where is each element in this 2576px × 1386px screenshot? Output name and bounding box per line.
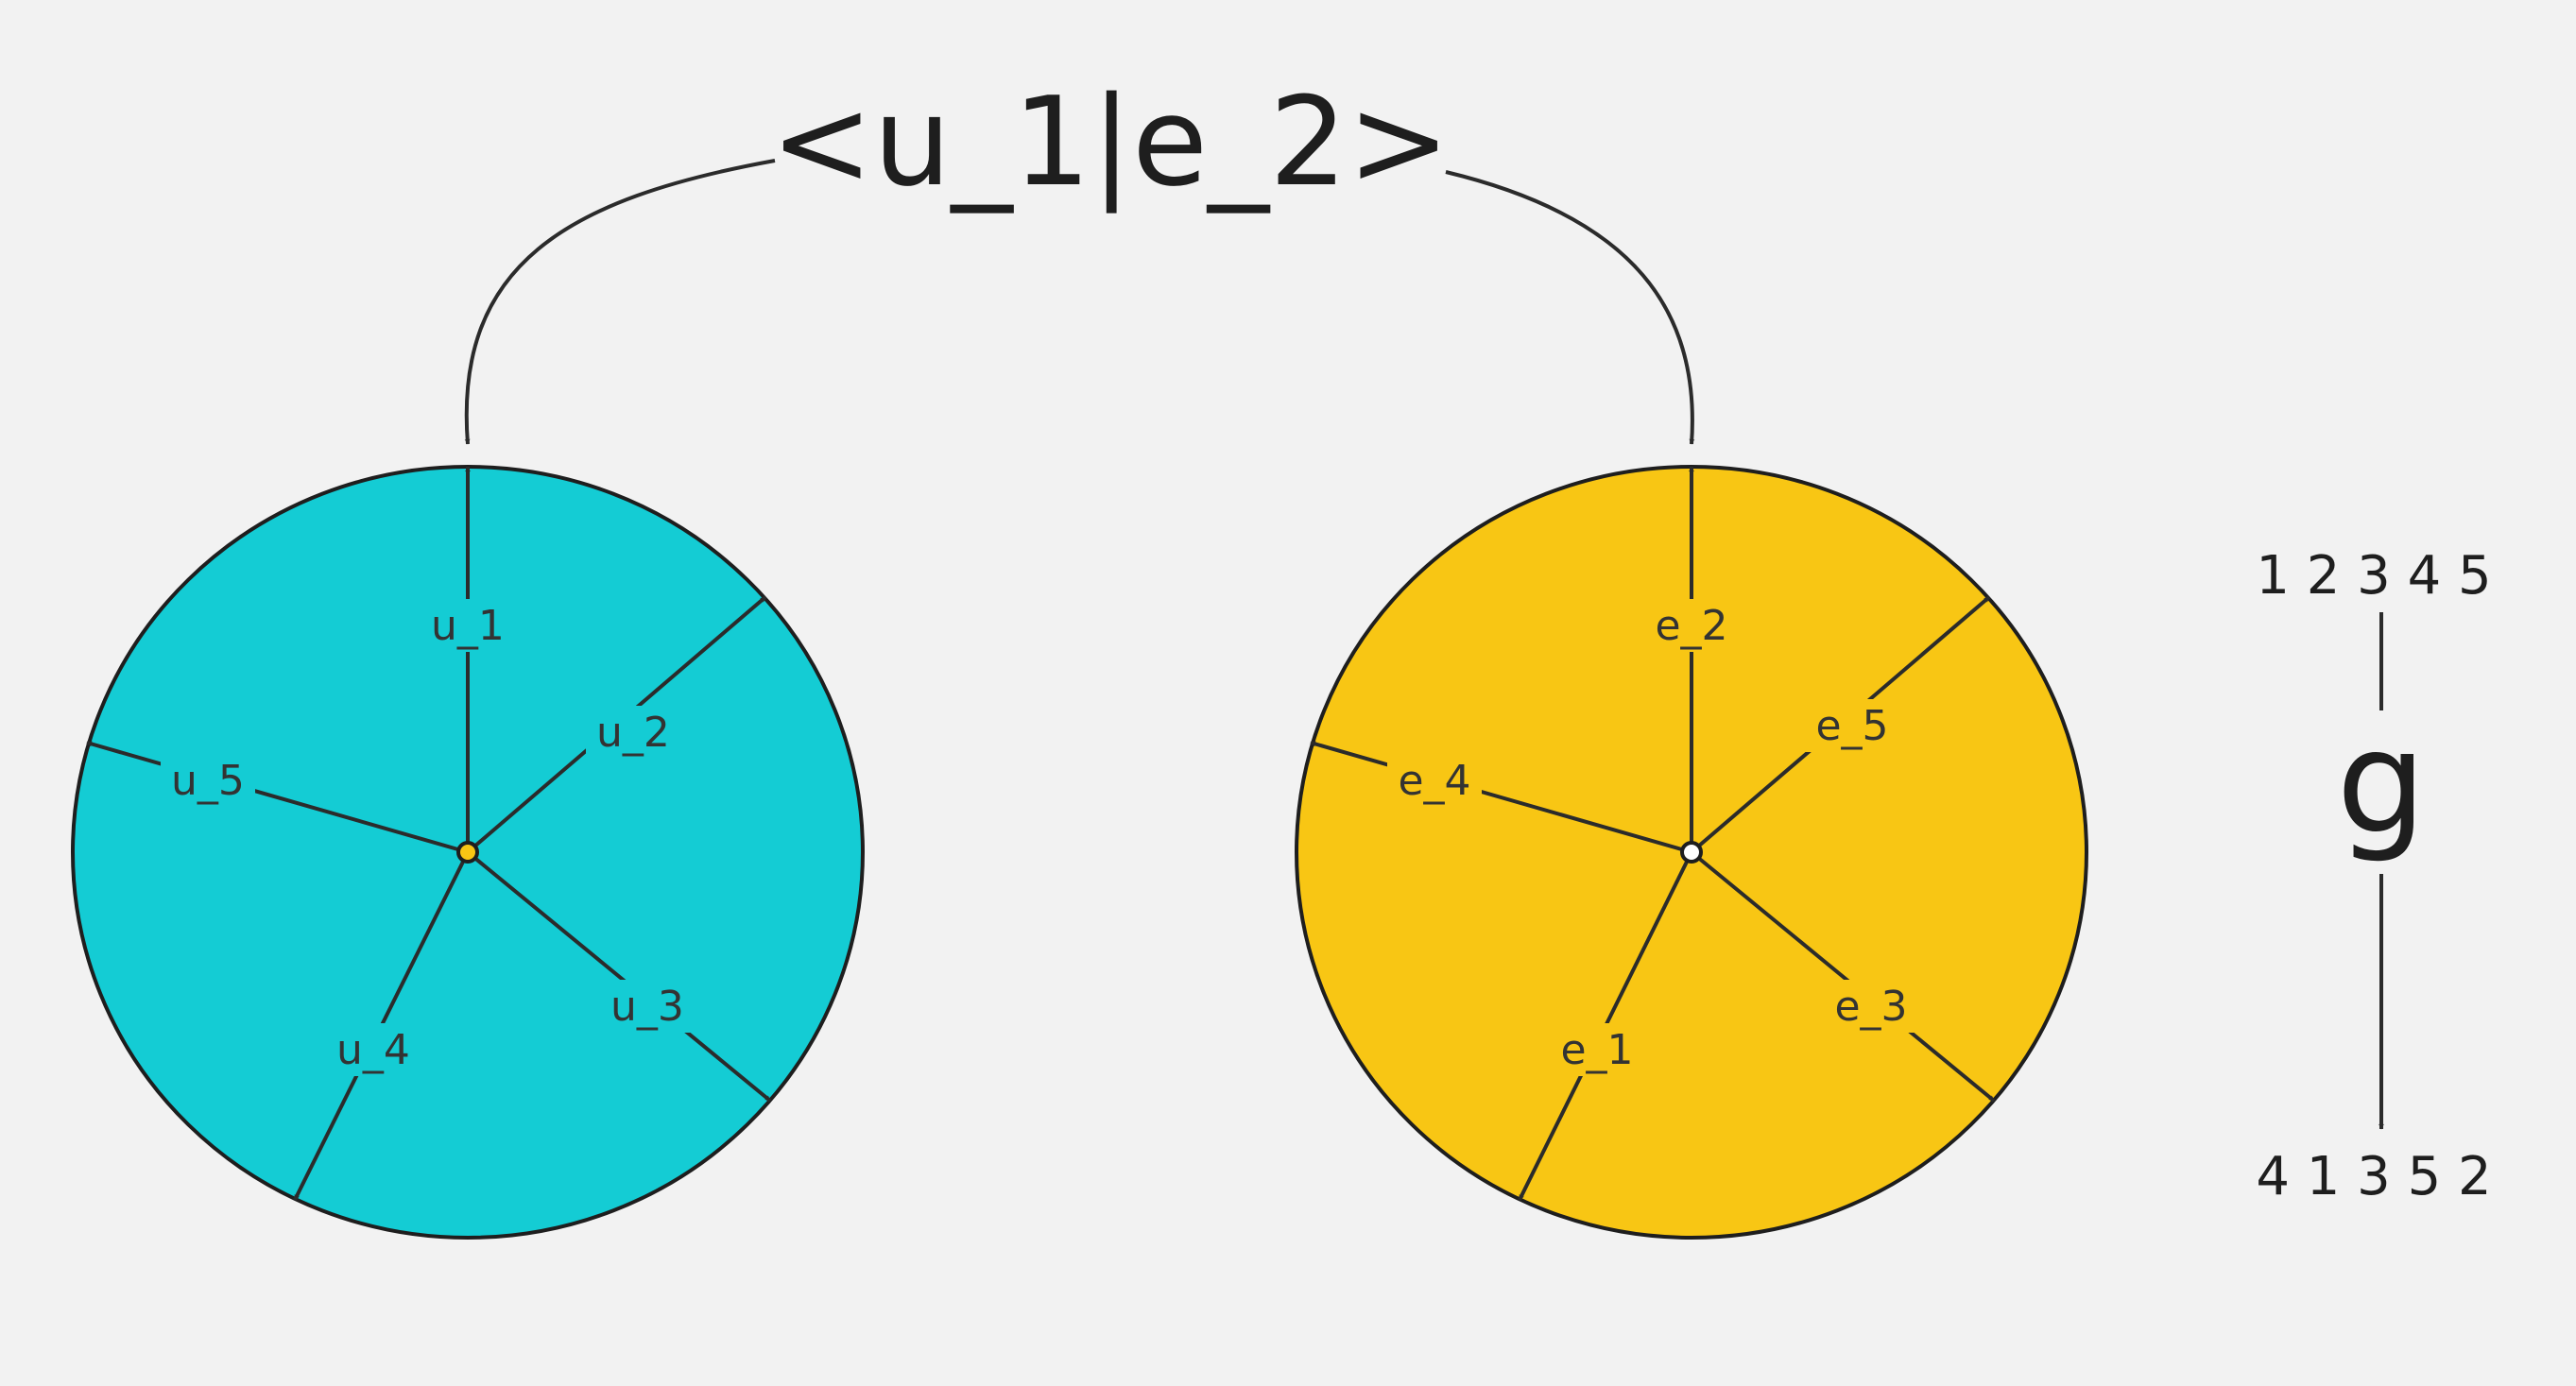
bra-ket-title: <u_1|e_2> (770, 70, 1450, 214)
svg-text:e_3: e_3 (1834, 983, 1907, 1031)
e-label: e_5 (1805, 699, 1899, 752)
e-label: e_1 (1550, 1023, 1644, 1076)
e-label: e_3 (1824, 980, 1918, 1033)
e-label: e_4 (1387, 754, 1482, 807)
u-circle-center-dot (456, 841, 479, 864)
e4-vector (1310, 741, 1692, 854)
svg-text:u_3: u_3 (610, 983, 684, 1031)
svg-text:e_5: e_5 (1815, 702, 1888, 750)
u5-vector (86, 741, 469, 854)
u3-vector (466, 850, 772, 1103)
svg-text:u_4: u_4 (336, 1026, 410, 1074)
svg-text:u_5: u_5 (171, 757, 245, 805)
u-label: u_5 (161, 754, 255, 807)
permutation-symbol: g (2336, 701, 2426, 865)
svg-text:e_2: e_2 (1655, 602, 1727, 650)
u-label: u_3 (600, 980, 695, 1033)
svg-text:u_2: u_2 (596, 709, 670, 757)
title-to-e-circle-arrow (1445, 170, 1695, 445)
svg-text:e_1: e_1 (1560, 1026, 1633, 1074)
e-circle-center-dot (1680, 841, 1703, 864)
u-label: u_1 (421, 599, 515, 652)
permutation-g: 1 2 3 4 5 g 4 1 3 5 2 (2256, 545, 2491, 1207)
title-to-u-circle-arrow (464, 159, 776, 445)
svg-text:u_1: u_1 (431, 602, 505, 650)
permutation-top-row: 1 2 3 4 5 (2256, 545, 2491, 607)
u-basis-circle: u_1 u_2 u_3 u_4 u_5 (71, 465, 865, 1240)
permutation-bottom-row: 4 1 3 5 2 (2256, 1146, 2491, 1207)
u-label: u_2 (586, 706, 680, 759)
e-basis-circle: e_2 e_5 e_3 e_1 e_4 (1295, 465, 2088, 1240)
svg-text:e_4: e_4 (1398, 757, 1470, 805)
e-label: e_2 (1644, 599, 1739, 652)
e3-vector (1690, 850, 1996, 1103)
u-label: u_4 (326, 1023, 421, 1076)
